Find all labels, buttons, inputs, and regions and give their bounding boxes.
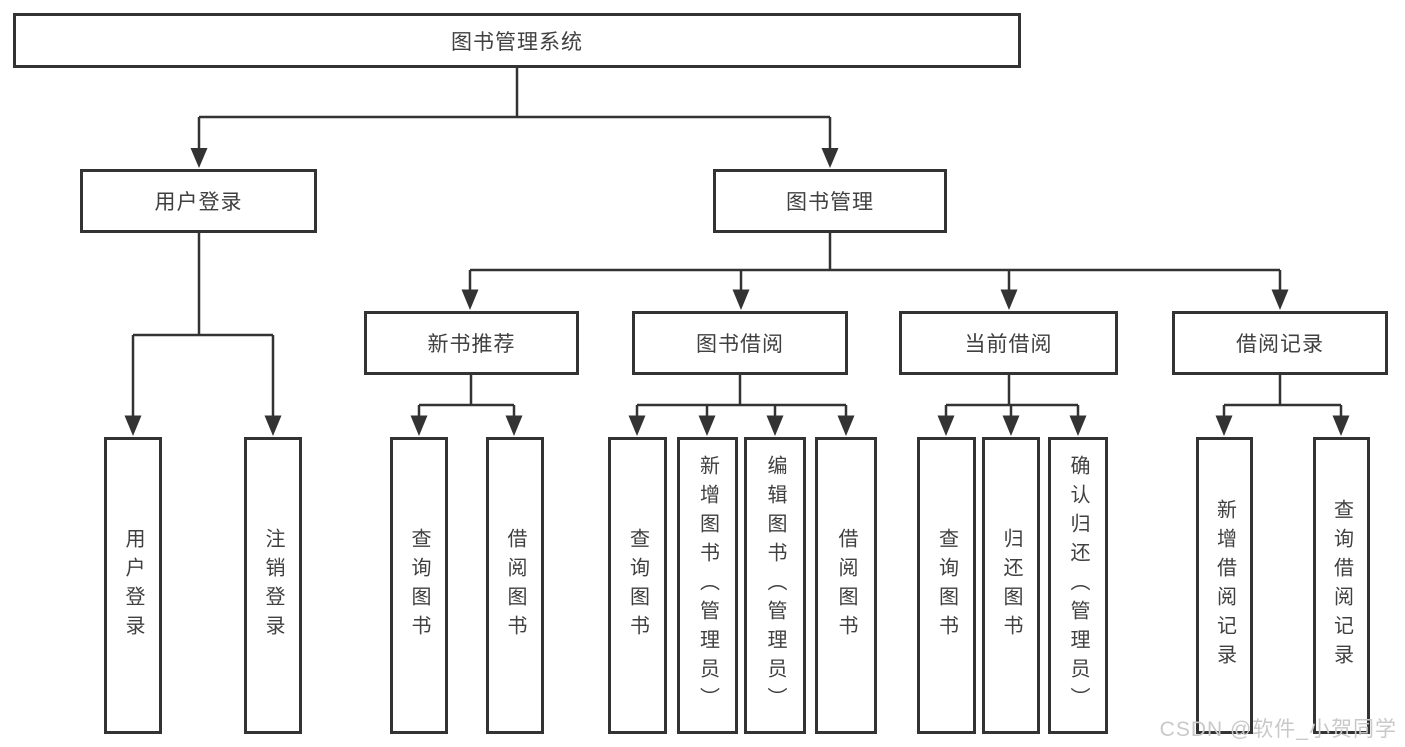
node-borrowing-records: 借阅记录 <box>1172 311 1388 375</box>
connector-borrow-records-children <box>1222 374 1343 418</box>
connector-current-borrow-children <box>944 374 1080 418</box>
arrowheads-user-login-children <box>124 415 282 436</box>
node-leaf-query-books-2: 查询图书 <box>608 437 667 734</box>
node-label: 新增图书（管理员） <box>696 455 719 716</box>
csdn-watermark: CSDN @软件_小贺同学 <box>1159 718 1397 741</box>
node-leaf-query-books-3: 查询图书 <box>917 437 976 734</box>
connector-root-to-level2 <box>197 68 832 150</box>
connector-user-login-children <box>131 232 275 418</box>
node-leaf-user-login: 用户登录 <box>104 437 162 734</box>
node-user-login: 用户登录 <box>80 169 317 233</box>
node-leaf-add-books-admin: 新增图书（管理员） <box>677 437 738 734</box>
node-leaf-query-borrow-record: 查询借阅记录 <box>1313 437 1370 734</box>
arrowheads-book-borrow-children <box>628 415 855 436</box>
node-label: 查询借阅记录 <box>1330 498 1353 673</box>
arrowheads-borrow-records-children <box>1215 415 1350 436</box>
node-label: 查询图书 <box>935 527 958 644</box>
node-label: 查询图书 <box>626 527 649 644</box>
node-current-borrowing: 当前借阅 <box>899 311 1118 375</box>
arrowheads-level3 <box>461 289 1289 310</box>
node-label: 图书借阅 <box>696 333 784 356</box>
node-label: 图书管理 <box>786 191 874 214</box>
node-label: 新增借阅记录 <box>1213 498 1236 673</box>
connector-book-mgmt-to-level3 <box>468 232 1282 292</box>
node-label: 借阅记录 <box>1236 333 1324 356</box>
node-book-borrowing: 图书借阅 <box>632 311 848 375</box>
node-leaf-borrow-books-2: 借阅图书 <box>815 437 877 734</box>
node-label: 注销登录 <box>262 527 284 644</box>
node-label: 归还图书 <box>1000 527 1022 644</box>
arrowheads-level2 <box>190 148 839 168</box>
node-label: 新书推荐 <box>427 333 516 356</box>
node-book-management: 图书管理 <box>713 169 947 233</box>
node-leaf-add-borrow-record: 新增借阅记录 <box>1196 437 1253 734</box>
node-leaf-return-books: 归还图书 <box>982 437 1040 734</box>
node-leaf-borrow-books-1: 借阅图书 <box>486 437 544 734</box>
node-label: 编辑图书（管理员） <box>764 455 786 716</box>
node-leaf-logout: 注销登录 <box>244 437 302 734</box>
node-label: 确认归还（管理员） <box>1067 455 1089 716</box>
arrowheads-new-book-rec-children <box>410 415 523 436</box>
node-root-library-system: 图书管理系统 <box>13 13 1021 68</box>
node-leaf-confirm-return-admin: 确认归还（管理员） <box>1048 437 1108 734</box>
node-label: 借阅图书 <box>504 527 526 644</box>
node-label: 用户登录 <box>154 191 243 214</box>
node-new-book-recommend: 新书推荐 <box>364 311 579 375</box>
node-leaf-edit-books-admin: 编辑图书（管理员） <box>744 437 806 734</box>
node-leaf-query-books-1: 查询图书 <box>390 437 448 734</box>
node-label: 用户登录 <box>122 527 144 644</box>
node-label: 当前借阅 <box>964 333 1053 356</box>
node-label: 图书管理系统 <box>451 30 583 54</box>
connector-new-book-rec-children <box>417 374 516 418</box>
node-label: 借阅图书 <box>835 527 857 644</box>
arrowheads-current-borrow-children <box>937 415 1087 436</box>
connector-book-borrow-children <box>635 374 848 418</box>
node-label: 查询图书 <box>408 527 430 644</box>
